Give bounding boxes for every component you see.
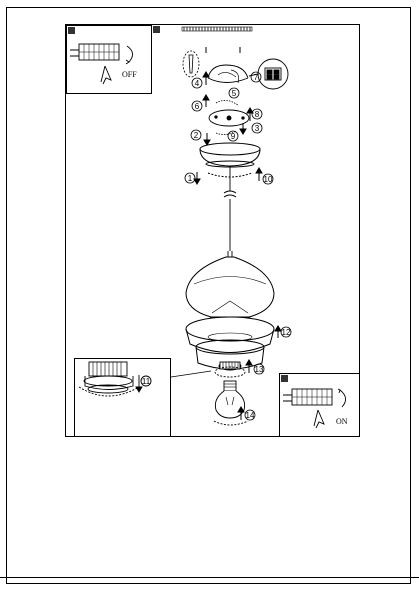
step-4-label: 4 — [195, 79, 200, 88]
power-off-switch-icon — [68, 27, 133, 85]
power-off-inset: OFF — [66, 25, 152, 94]
step-12-label: 12 — [282, 328, 291, 337]
step-14-label: 14 — [246, 411, 255, 420]
bulb-icon — [213, 380, 249, 426]
mounting-plate-icon — [208, 109, 250, 127]
off-label: OFF — [122, 70, 137, 79]
step-2-label: 2 — [194, 131, 199, 140]
suspension-cord — [223, 166, 237, 257]
step-3-label: 3 — [255, 124, 260, 133]
power-on-inset: ON — [279, 373, 360, 437]
corner-marker-b — [153, 26, 160, 33]
instruction-frame: 4 5 7 6 8 2 9 3 1 10 12 13 14 — [65, 24, 360, 437]
step-1-label: 1 — [188, 174, 193, 183]
step-10-label: 10 — [264, 175, 273, 184]
socket-thread-icon: 11 — [78, 361, 152, 397]
arrow-markers — [193, 71, 282, 420]
hatched-bar — [181, 26, 253, 32]
assembly-diagram: 4 5 7 6 8 2 9 3 1 10 12 13 14 — [67, 26, 292, 426]
terminal-block-icon — [248, 58, 289, 90]
step-6-label: 6 — [195, 102, 200, 111]
step-5-label: 5 — [232, 89, 237, 98]
step-7-label: 7 — [254, 73, 259, 82]
step-number-markers — [184, 71, 292, 421]
instruction-page: 4 5 7 6 8 2 9 3 1 10 12 13 14 — [6, 7, 411, 584]
power-on-switch-icon — [281, 375, 346, 429]
socket-icon — [170, 361, 246, 378]
step-9-label: 9 — [231, 132, 236, 141]
step-13-label: 13 — [255, 365, 264, 374]
step-11-label: 11 — [142, 377, 151, 386]
bottom-rule — [0, 577, 419, 578]
step-number-labels: 4 5 7 6 8 2 9 3 1 10 12 13 14 — [188, 73, 291, 420]
glass-diffuser-icon — [185, 316, 275, 370]
socket-detail-inset: 11 — [74, 358, 171, 437]
wall-plug-icon — [182, 50, 200, 78]
ceiling-canopy-icon — [207, 64, 249, 84]
on-label: ON — [336, 417, 348, 426]
step-8-label: 8 — [255, 110, 260, 119]
